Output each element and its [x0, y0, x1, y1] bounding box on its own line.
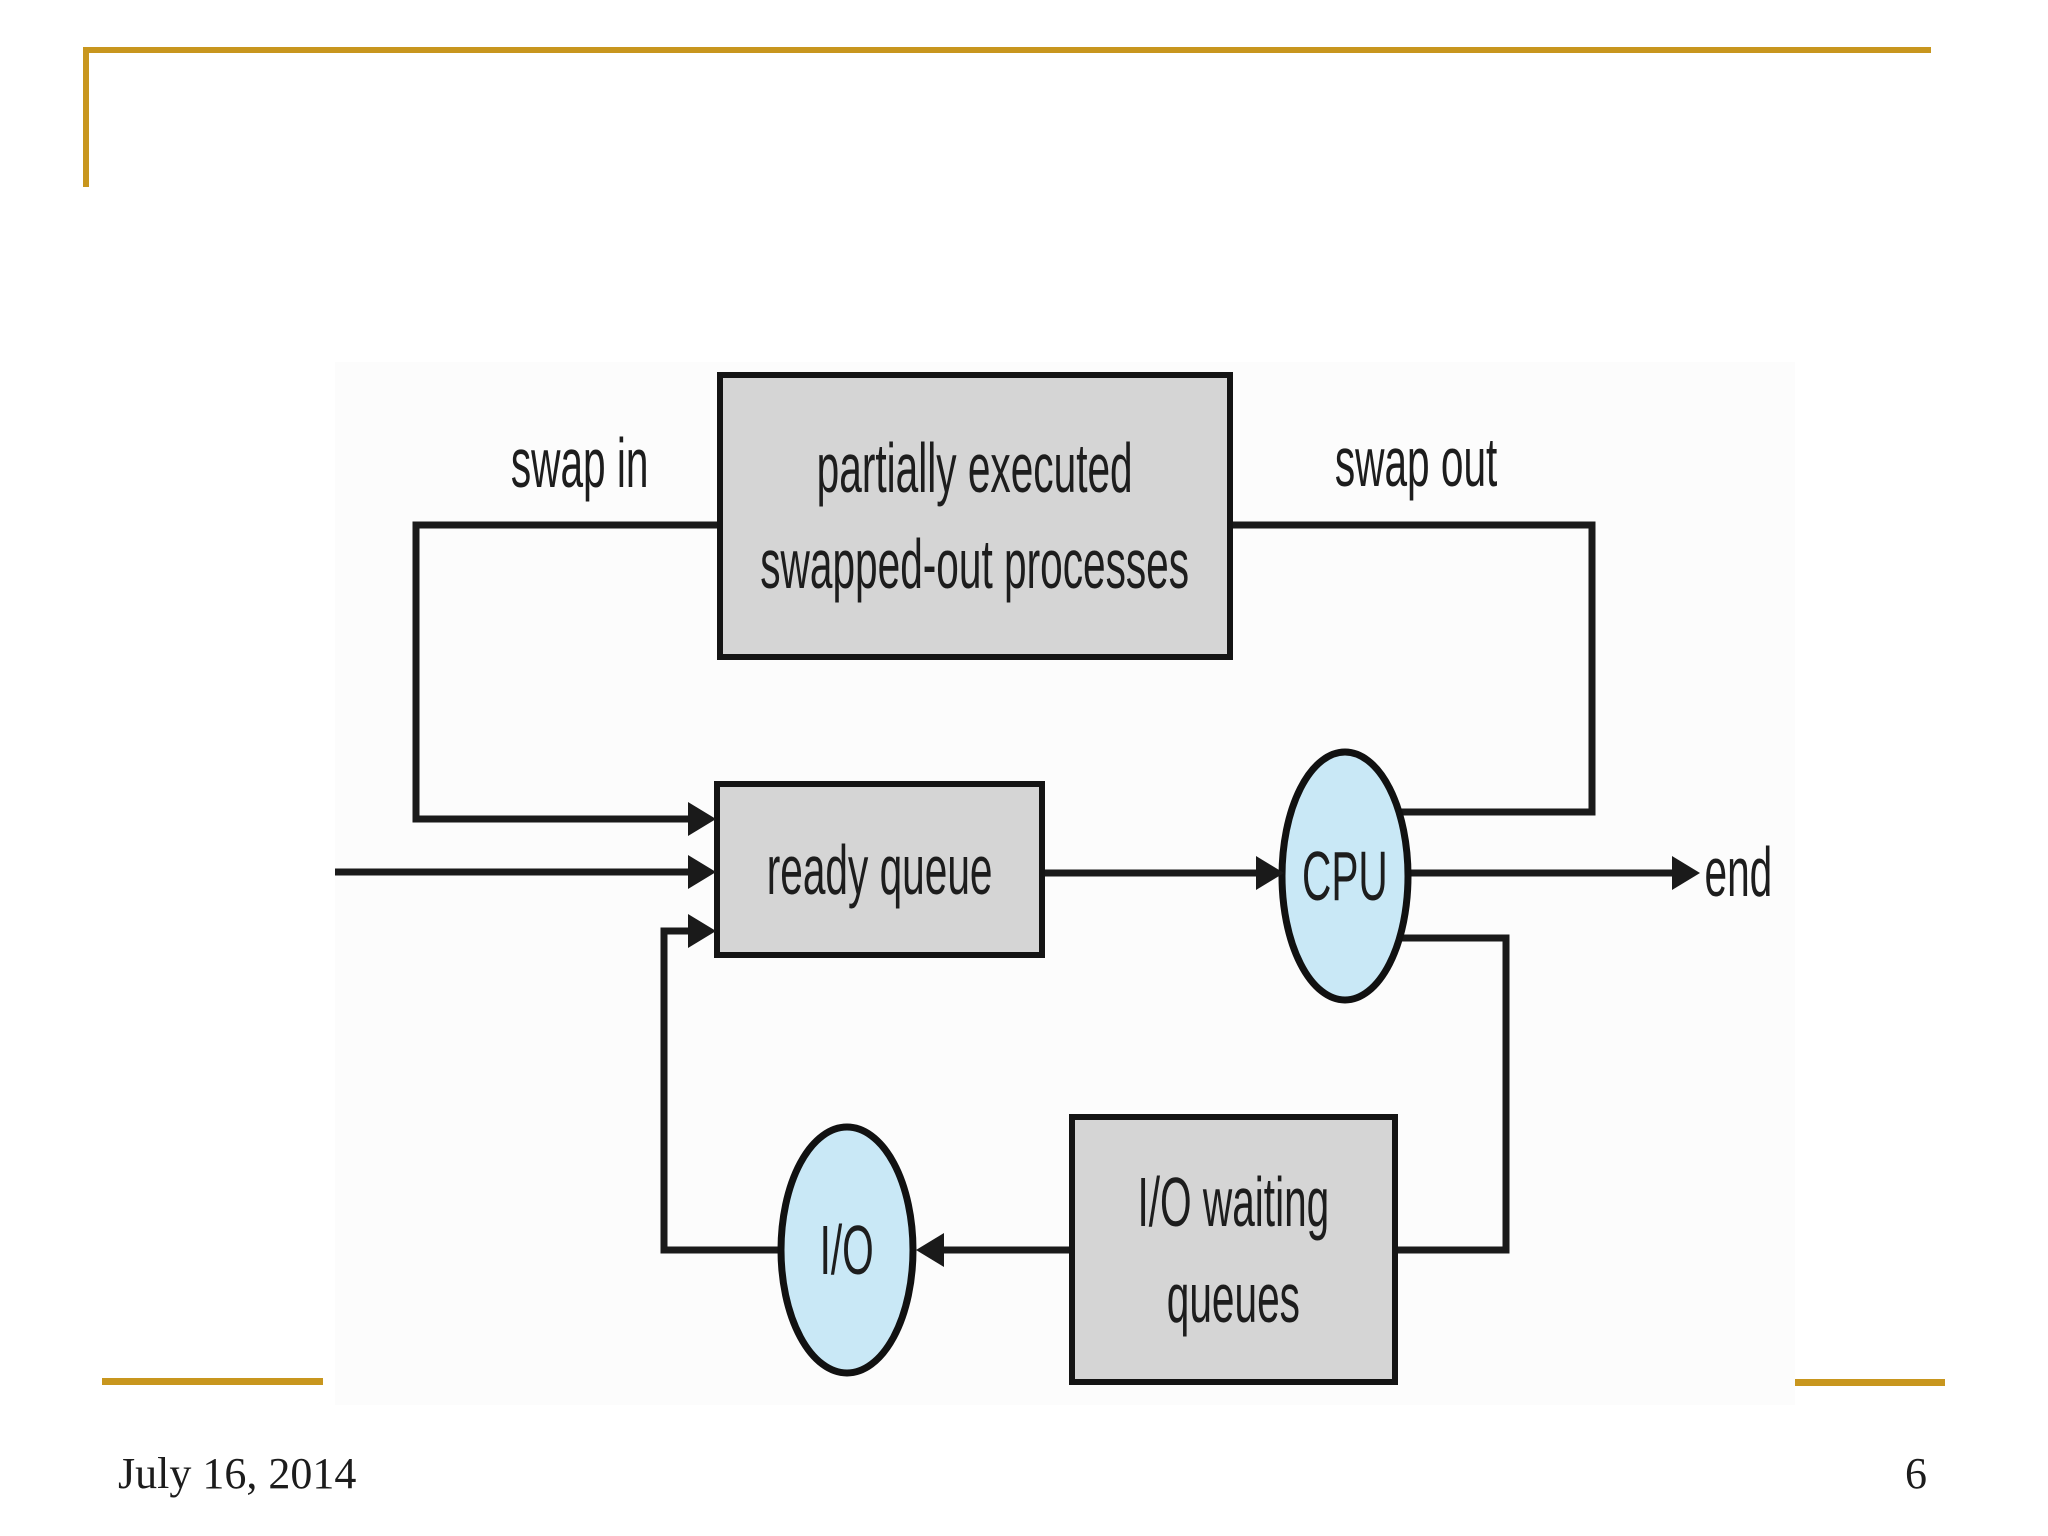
io-return-connector — [660, 927, 845, 1254]
swap-in-connector — [412, 521, 720, 823]
bottom-left-gold-rule — [102, 1378, 323, 1385]
io-in-arrowhead — [916, 1233, 944, 1267]
io-ellipse — [777, 1123, 917, 1377]
swap-out-connector — [1230, 521, 1596, 816]
cpu-to-io-queues-connector — [1370, 934, 1510, 1254]
swap-in-arrowhead — [688, 802, 716, 836]
io-return-arrowhead — [688, 914, 716, 948]
swapped-out-processes-box — [717, 372, 1233, 660]
top-gold-rule — [83, 47, 1931, 53]
entry-arrowhead — [688, 855, 716, 889]
bottom-right-gold-rule — [1776, 1379, 1945, 1386]
cpu-in-arrowhead — [1256, 856, 1284, 890]
footer-date: July 16, 2014 — [118, 1449, 357, 1498]
io-waiting-queues-box — [1069, 1114, 1398, 1385]
end-arrowhead — [1672, 856, 1700, 890]
ready-queue-box — [714, 781, 1045, 958]
left-gold-rule — [83, 47, 89, 187]
page-number: 6 — [1905, 1449, 1927, 1498]
cpu-ellipse — [1278, 748, 1412, 1004]
